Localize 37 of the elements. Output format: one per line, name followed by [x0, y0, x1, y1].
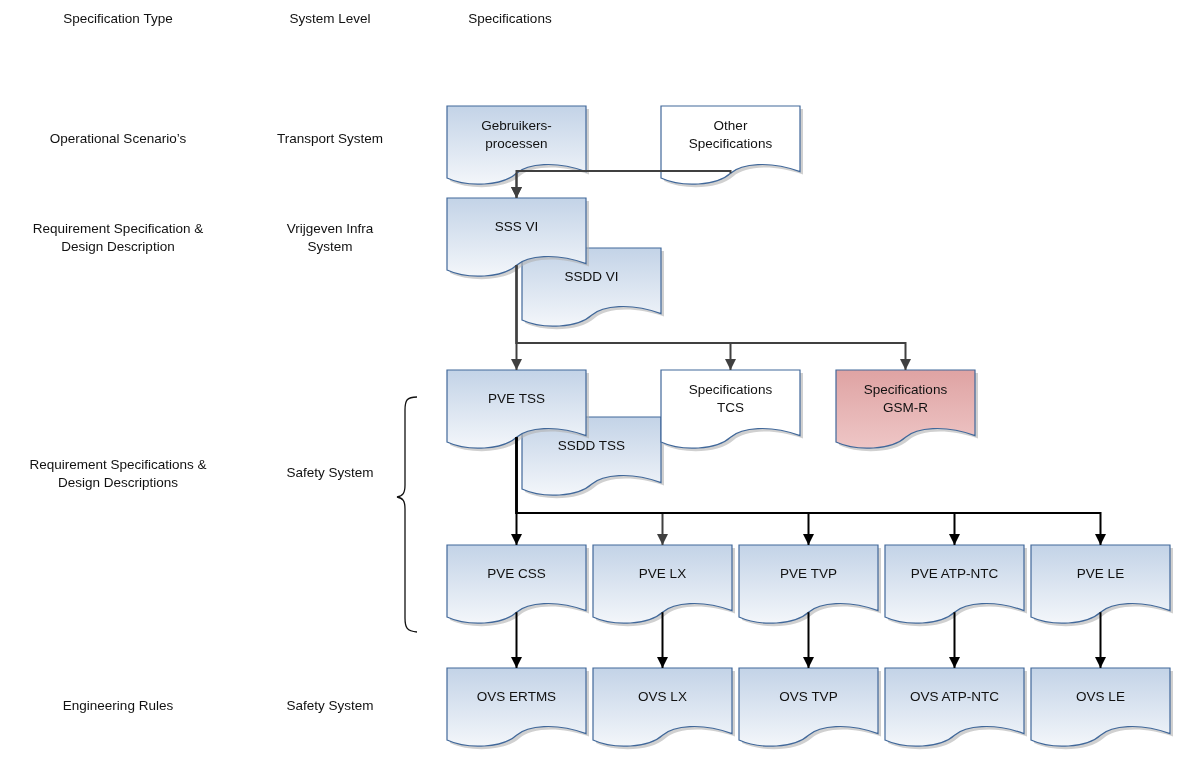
- row-label: Requirement Specifications & Design Descriptions: [28, 456, 208, 493]
- node-label: Gebruikers- processen: [480, 117, 553, 153]
- node-label: SSDD VI: [564, 268, 619, 286]
- connector-arrow: [511, 611, 522, 669]
- row-label: Operational Scenario’s: [48, 130, 188, 148]
- node-label: Specifications GSM-R: [862, 381, 949, 417]
- connector-arrow: [515, 436, 1106, 546]
- node-label: SSS VI: [494, 218, 539, 236]
- node-label: OVS ATP-NTC: [910, 688, 999, 706]
- connector-arrow: [803, 611, 814, 669]
- node-label: OVS TVP: [779, 688, 838, 706]
- row-label: System Level: [288, 10, 372, 28]
- node-label: Other Specifications: [687, 117, 774, 153]
- row-label: Specification Type: [62, 10, 174, 28]
- connector-arrow: [511, 170, 732, 199]
- node-label: PVE TSS: [488, 390, 545, 408]
- node-label: SSDD TSS: [557, 437, 626, 455]
- node-label: Specifications TCS: [687, 381, 774, 417]
- row-label: Specifications: [467, 10, 553, 28]
- connector-arrow: [515, 264, 911, 371]
- node-label: PVE ATP-NTC: [910, 565, 999, 583]
- node-label: PVE LX: [638, 565, 687, 583]
- row-label: Vrijgeven Infra System: [285, 220, 375, 257]
- row-label: Transport System: [276, 130, 384, 148]
- connector-arrow: [1095, 611, 1106, 669]
- row-label: Engineering Rules: [61, 697, 175, 715]
- node-label: OVS LX: [638, 688, 687, 706]
- row-label: Safety System: [285, 464, 375, 482]
- node-label: PVE TVP: [780, 565, 837, 583]
- node-label: OVS ERTMS: [476, 688, 557, 706]
- node-label: PVE LE: [1076, 565, 1125, 583]
- node-label: PVE CSS: [487, 565, 546, 583]
- row-label: Requirement Specification & Design Description: [31, 220, 205, 257]
- node-label: OVS LE: [1076, 688, 1125, 706]
- connector-arrow: [657, 611, 668, 669]
- connector-arrow: [949, 611, 960, 669]
- row-label: Safety System: [285, 697, 375, 715]
